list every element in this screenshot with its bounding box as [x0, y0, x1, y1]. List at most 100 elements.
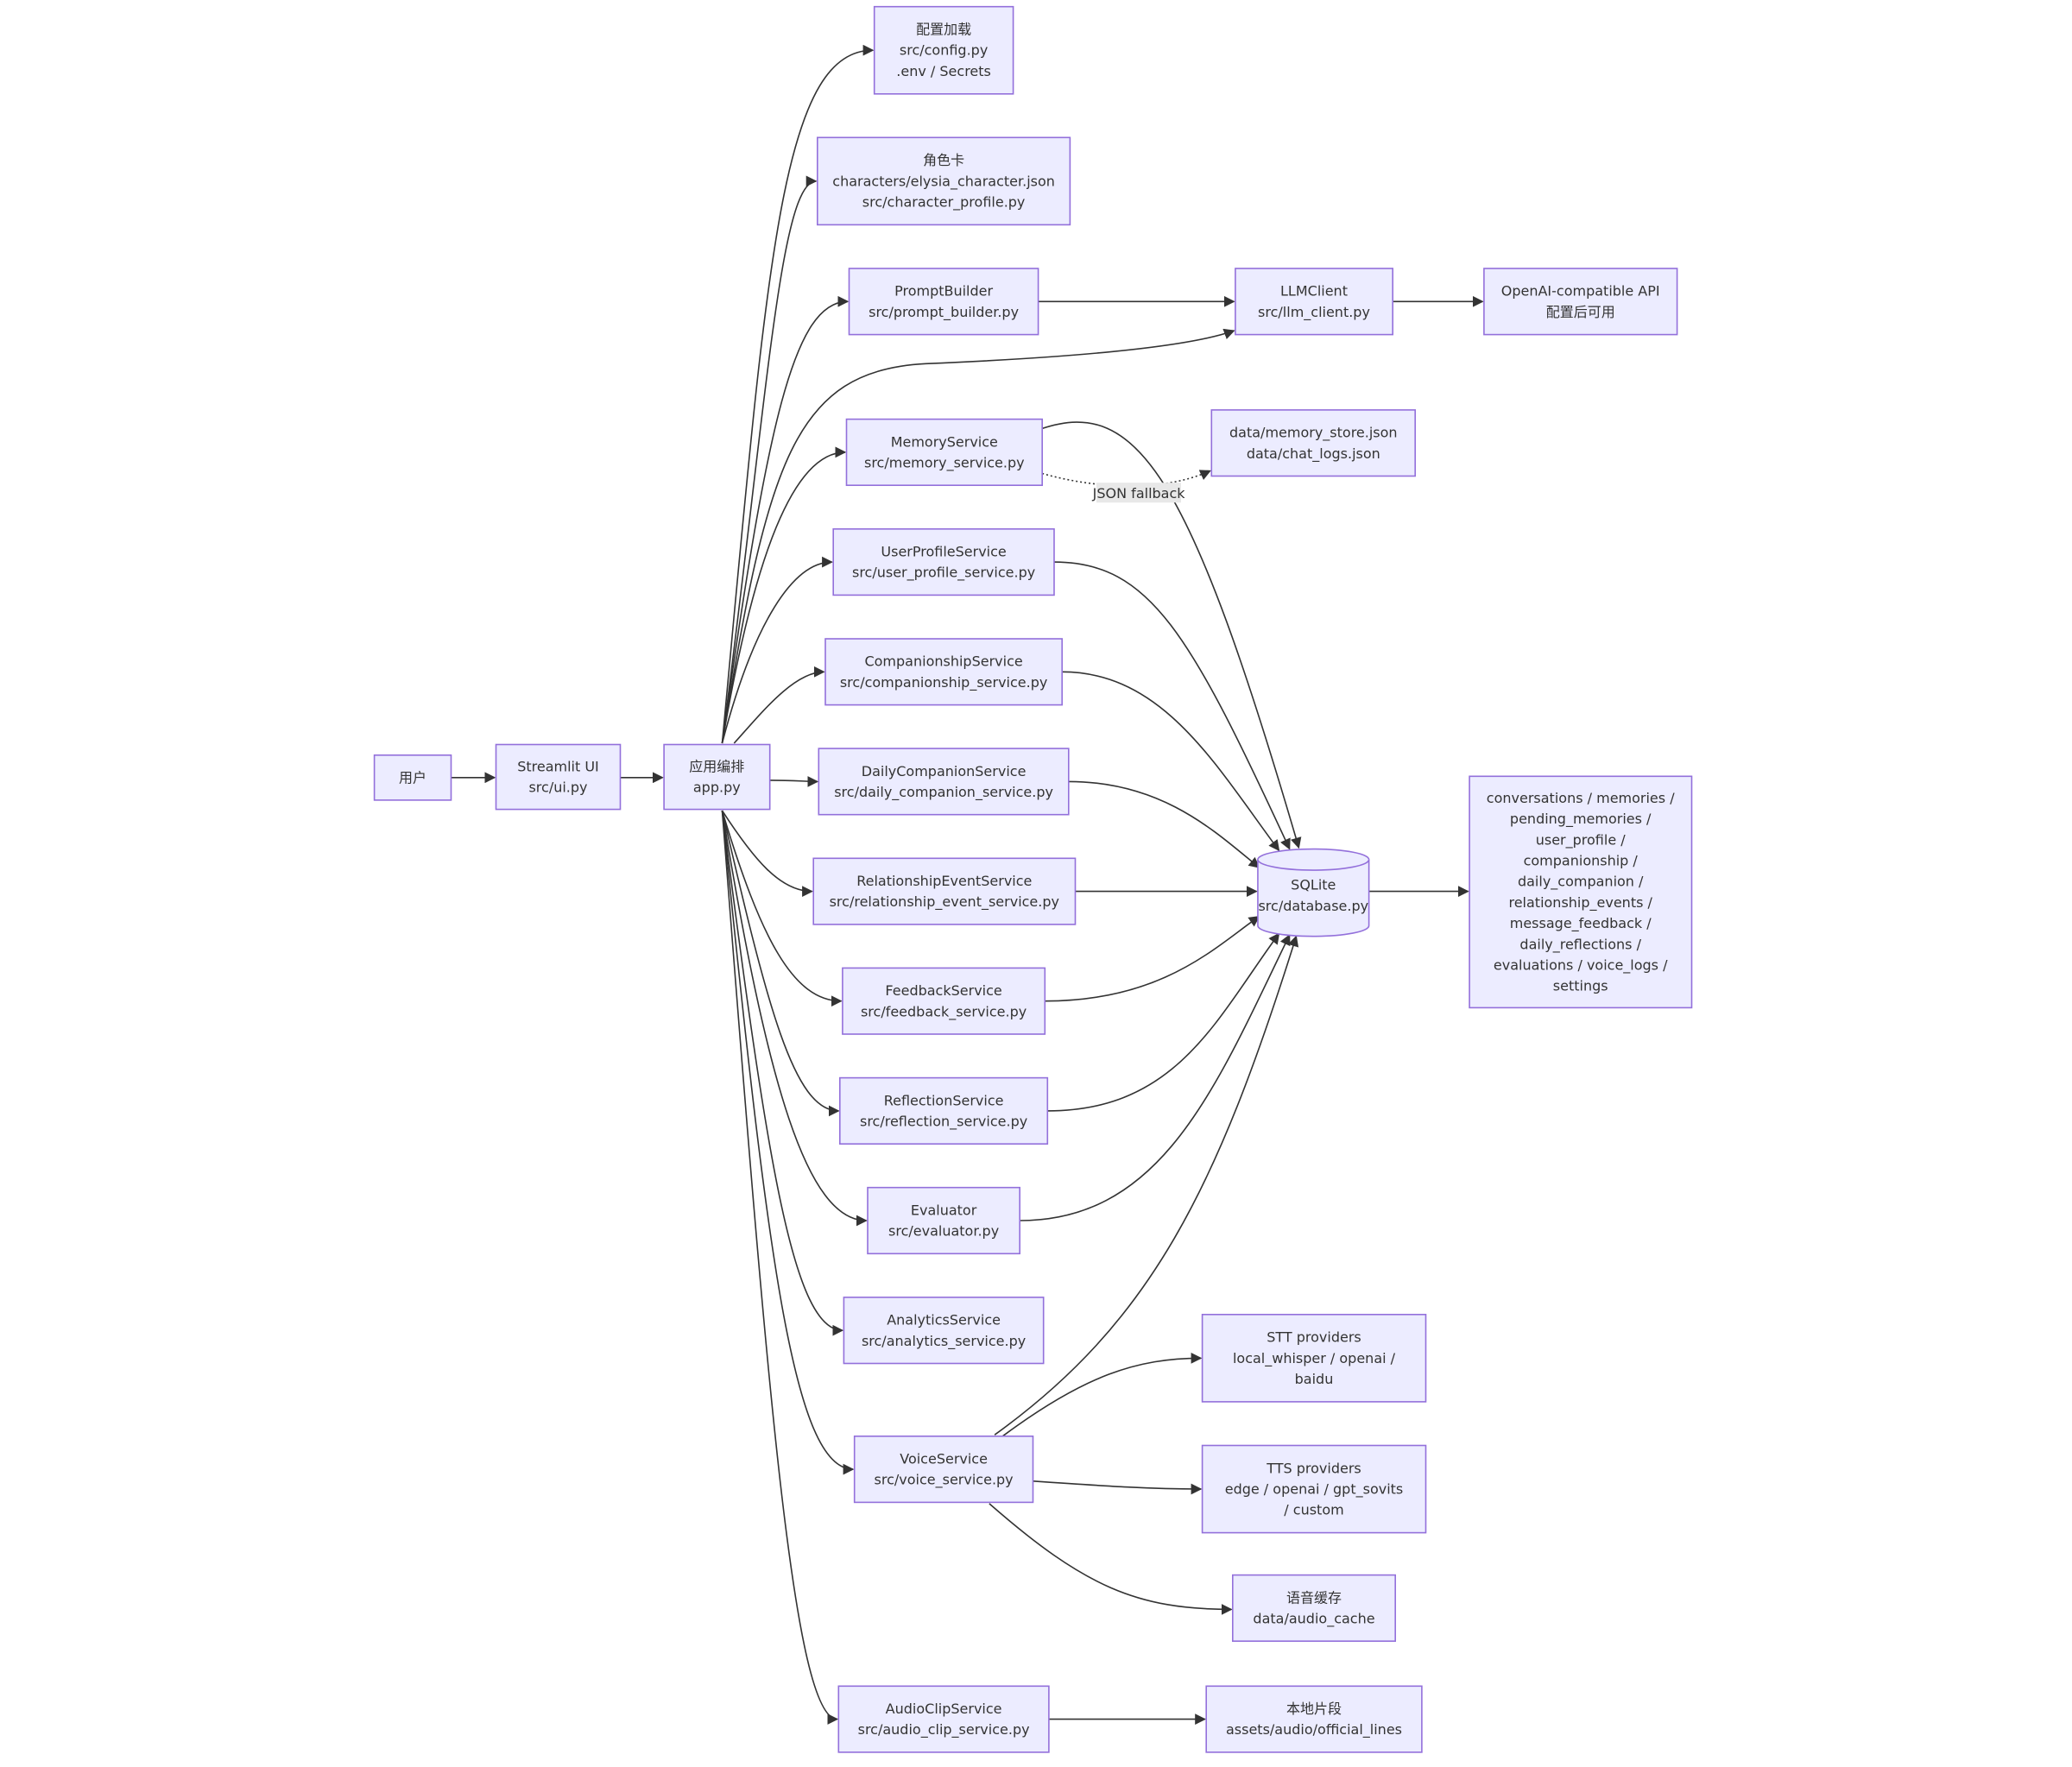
- node-label-line: data/audio_cache: [1253, 1611, 1374, 1628]
- character-card-node: 角色卡 characters/elysia_character.json src/c…: [816, 136, 1071, 226]
- node-label-line: companionship /: [1524, 853, 1639, 869]
- node-label-line: conversations / memories /: [1487, 790, 1675, 806]
- node-label-line: src/character_profile.py: [862, 194, 1026, 211]
- node-label-line: data/memory_store.json: [1229, 425, 1398, 442]
- node-label-line: assets/audio/official_lines: [1226, 1721, 1402, 1739]
- node-label-line: DailyCompanionService: [862, 763, 1027, 779]
- node-box: [812, 857, 1077, 925]
- reflection-service-node: ReflectionService src/reflection_service.…: [838, 1076, 1049, 1145]
- node-label-line: Evaluator: [911, 1202, 977, 1218]
- node-label-line: .env / Secrets: [896, 63, 991, 79]
- edge-memory-to-json-fallback: [1041, 470, 1211, 487]
- node-box: [1205, 1685, 1423, 1753]
- node-label-line: settings: [1553, 978, 1608, 994]
- edge-app-to-config: [721, 44, 875, 744]
- relationship-event-service-node: RelationshipEventServicesrc/relationship…: [812, 857, 1077, 925]
- json-fallback-store-node: data/memory_store.jsondata/chat_logs.jso…: [1210, 409, 1417, 477]
- prompt-builder-node: PromptBuilder src/prompt_builder.py: [848, 268, 1039, 336]
- node-box: [1232, 1574, 1397, 1642]
- node-label-line: 本地片段: [1286, 1701, 1342, 1717]
- node-label-line: TTS providers: [1266, 1460, 1361, 1476]
- node-box: [663, 743, 771, 811]
- node-label-line: LLMClient: [1280, 283, 1348, 300]
- node-label-line: src/analytics_service.py: [862, 1333, 1026, 1350]
- edge-app-to-voice: [721, 811, 855, 1475]
- edge-app-to-companionship: [733, 666, 825, 744]
- node-label-line: VoiceService: [900, 1451, 988, 1467]
- node-label-line: message_feedback /: [1510, 915, 1652, 932]
- database-cylinder-top: [1257, 859, 1370, 871]
- node-box: [1201, 1314, 1427, 1403]
- node-box: [842, 967, 1046, 1035]
- node-label-line: AudioClipService: [886, 1701, 1002, 1717]
- database-tables-node: conversations / memories / pending_memori…: [1469, 775, 1693, 1009]
- edge-app-to-prompt: [721, 295, 850, 744]
- node-label-line: src/config.py: [900, 42, 988, 59]
- node-label-line: user_profile /: [1536, 831, 1627, 849]
- node-label-line: RelationshipEventService: [856, 873, 1032, 889]
- config-loader-node: 配置加载 src/config.py .env / Secrets: [873, 5, 1014, 95]
- node-box: [1235, 268, 1394, 336]
- node-label-line: src/feedback_service.py: [861, 1003, 1027, 1020]
- node-box: [824, 638, 1064, 706]
- node-label-line: 用户: [399, 769, 426, 786]
- daily-companion-service-node: DailyCompanionServicesrc/daily_companion…: [818, 748, 1070, 816]
- node-label-line: src/audio_clip_service.py: [858, 1721, 1030, 1739]
- voice-service-node: VoiceService src/voice_service.py: [853, 1436, 1034, 1504]
- node-label-line: src/evaluator.py: [888, 1223, 999, 1240]
- node-label-line: src/llm_client.py: [1258, 304, 1370, 321]
- node-label-line: 角色卡: [923, 152, 964, 168]
- json-fallback-label: JSON fallback: [1092, 483, 1185, 503]
- edge-userprofile-to-sqlite: [1053, 561, 1291, 850]
- audio-clip-service-node: AudioClipService src/audio_clip_service.p…: [837, 1685, 1050, 1753]
- node-label-line: src/reflection_service.py: [860, 1114, 1027, 1131]
- node-label-line: FeedbackService: [885, 982, 1001, 999]
- analytics-service-node: AnalyticsService src/analytics_service.py: [843, 1297, 1045, 1365]
- edge-app-to-memory: [721, 446, 847, 744]
- edge-app-to-userprofile: [721, 556, 833, 744]
- node-box: [843, 1297, 1045, 1365]
- node-label-line: STT providers: [1267, 1329, 1361, 1346]
- edge-voice-to-tts: [1033, 1480, 1203, 1495]
- edge-app-to-relationship: [721, 810, 813, 897]
- node-label-line: pending_memories /: [1510, 811, 1652, 828]
- node-box: [848, 268, 1039, 336]
- node-label-line: UserProfileService: [881, 544, 1006, 560]
- node-box: [867, 1186, 1020, 1255]
- streamlit-ui-node: Streamlit UI src/ui.py: [495, 743, 622, 811]
- node-label-line: ReflectionService: [884, 1092, 1004, 1108]
- node-box: [832, 527, 1055, 596]
- node-label-line: AnalyticsService: [887, 1312, 1001, 1328]
- node-label-line: src/companionship_service.py: [840, 674, 1048, 691]
- node-label-line: 配置加载: [916, 22, 971, 38]
- node-box: [1469, 775, 1693, 1009]
- node-label-line: src/ui.py: [528, 779, 587, 796]
- node-label-line: src/database.py: [1258, 898, 1368, 914]
- node-label-line: src/voice_service.py: [875, 1472, 1014, 1489]
- edge-app-to-character: [721, 175, 818, 744]
- llm-client-node: LLMClient src/llm_client.py: [1235, 268, 1394, 336]
- node-label-line: daily_companion /: [1518, 874, 1644, 891]
- audio-cache-node: 语音缓存 data/audio_cache: [1232, 1574, 1397, 1642]
- node-label-line: src/user_profile_service.py: [852, 565, 1035, 582]
- node-label-line: characters/elysia_character.json: [832, 173, 1055, 190]
- edge-feedback-to-sqlite: [1045, 915, 1260, 1002]
- edge-daily-to-sqlite: [1068, 780, 1260, 868]
- node-label-line: local_whisper / openai /: [1233, 1350, 1396, 1367]
- node-label-line: MemoryService: [891, 433, 998, 450]
- edge-app-to-analytics: [721, 810, 844, 1336]
- node-box: [1483, 268, 1678, 336]
- node-label-line: 语音缓存: [1286, 1589, 1342, 1606]
- node-label-line: src/prompt_builder.py: [869, 304, 1019, 321]
- edge-app-to-llm: [721, 328, 1235, 744]
- node-label-line: edge / openai / gpt_sovits: [1225, 1481, 1404, 1499]
- node-box: [838, 1076, 1049, 1145]
- edge-app-to-daily: [769, 775, 819, 787]
- node-label-line: Streamlit UI: [517, 758, 599, 774]
- node-label-line: PromptBuilder: [894, 283, 993, 300]
